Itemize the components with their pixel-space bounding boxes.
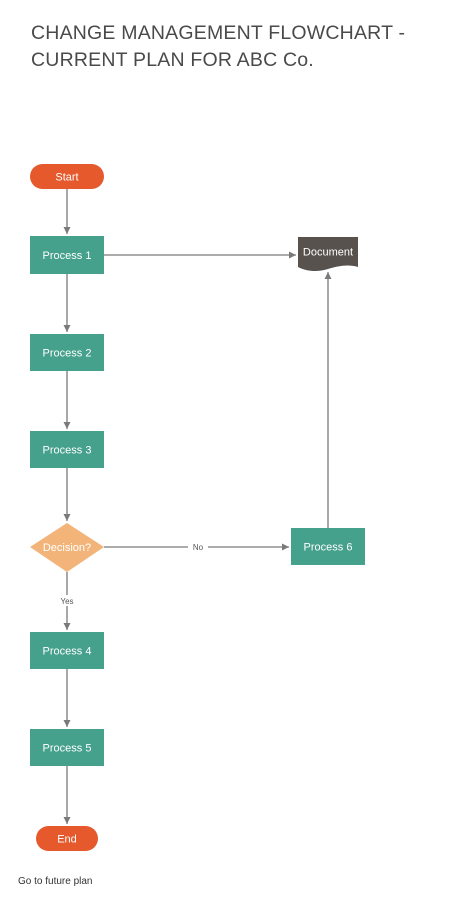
page-title: CHANGE MANAGEMENT FLOWCHART - CURRENT PL… — [31, 20, 405, 74]
node-start[interactable]: Start — [30, 164, 104, 189]
page-title-line-2: CURRENT PLAN FOR ABC Co. — [31, 49, 314, 71]
process-6-shape — [291, 528, 365, 565]
node-process-6[interactable]: Process 6 — [291, 528, 365, 565]
node-decision[interactable]: Decision? — [30, 523, 104, 572]
edge-label-yes-background — [56, 595, 78, 606]
node-end[interactable]: End — [36, 826, 98, 851]
edge-label-yes: Yes — [60, 597, 73, 606]
node-process-1[interactable]: Process 1 — [30, 236, 104, 274]
end-terminal-shape — [36, 826, 98, 851]
page-title-line-1: CHANGE MANAGEMENT FLOWCHART - — [31, 22, 406, 44]
document-label: Document — [303, 247, 353, 259]
node-document[interactable]: Document — [298, 237, 358, 272]
node-process-3[interactable]: Process 3 — [30, 431, 104, 468]
edge-label-no: No — [193, 543, 204, 552]
node-process-5[interactable]: Process 5 — [30, 729, 104, 766]
node-process-4[interactable]: Process 4 — [30, 632, 104, 669]
process-1-label: Process 1 — [43, 250, 92, 262]
process-4-shape — [30, 632, 104, 669]
process-3-shape — [30, 431, 104, 468]
document-shape — [298, 237, 358, 272]
process-5-label: Process 5 — [43, 743, 92, 755]
process-4-label: Process 4 — [43, 646, 92, 658]
process-1-shape — [30, 236, 104, 274]
process-2-shape — [30, 334, 104, 371]
process-5-shape — [30, 729, 104, 766]
node-process-2[interactable]: Process 2 — [30, 334, 104, 371]
start-terminal-shape — [30, 164, 104, 189]
decision-label: Decision? — [43, 542, 91, 554]
start-label: Start — [55, 172, 78, 184]
process-3-label: Process 3 — [43, 445, 92, 457]
edge-label-no-background — [188, 541, 208, 552]
end-label: End — [57, 834, 77, 846]
go-to-future-plan-link[interactable]: Go to future plan — [18, 876, 93, 887]
connectors — [63, 189, 332, 824]
process-2-label: Process 2 — [43, 348, 92, 360]
decision-diamond-shape — [30, 523, 104, 572]
process-6-label: Process 6 — [304, 542, 353, 554]
